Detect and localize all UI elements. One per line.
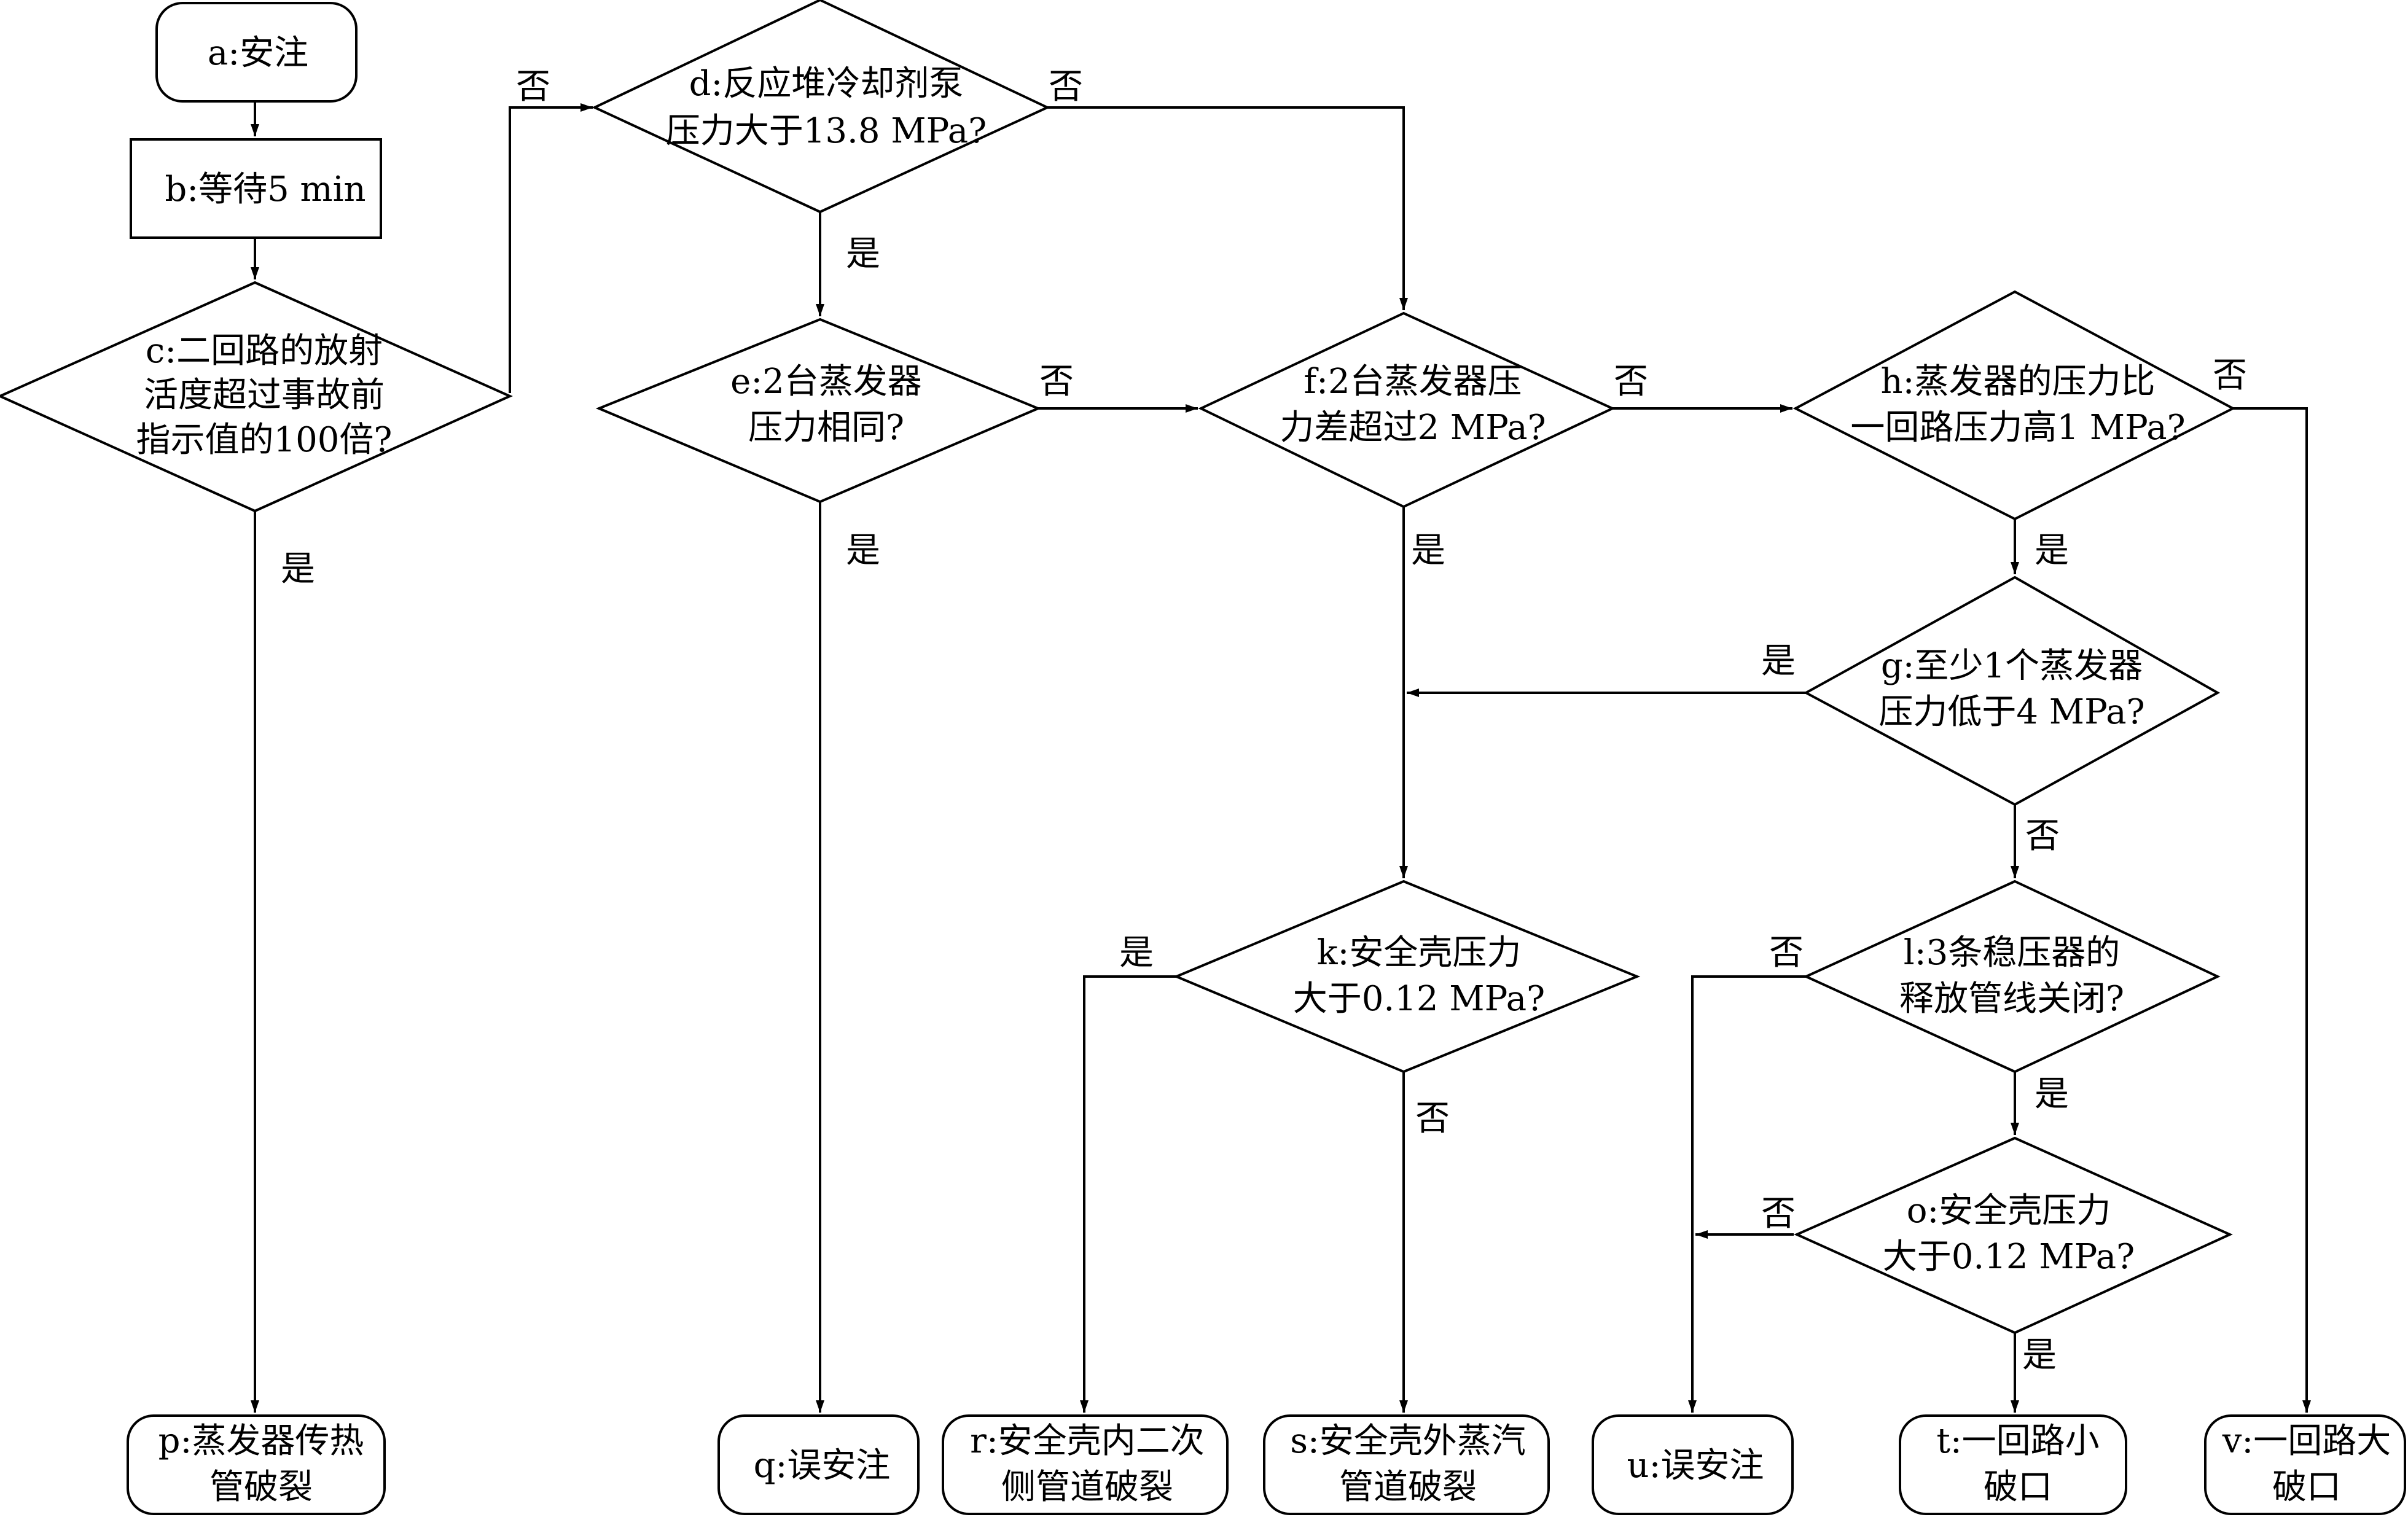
node-r-text-2: 侧管道破裂 [1001, 1467, 1173, 1507]
node-a-text: a:安注 [208, 33, 308, 73]
label-f-no: 否 [1614, 362, 1648, 402]
node-k-decision [1173, 879, 1641, 1074]
edge-labels: 否 是 否 是 否 是 否 是 否 是 是 否 是 否 否 是 否 是 [281, 67, 2247, 1375]
label-g-yes: 是 [1761, 641, 1796, 681]
node-d-decision [592, 0, 1050, 214]
node-texts: a:安注 b:等待5 min c:二回路的放射 活度超过事故前 指示值的100倍… [136, 33, 2391, 1507]
node-q-text: q:误安注 [754, 1446, 891, 1486]
node-s-text-2: 管道破裂 [1339, 1467, 1477, 1507]
node-b-text: b:等待5 min [165, 170, 366, 209]
node-o-text-2: 大于0.12 MPa? [1883, 1237, 2135, 1277]
node-b-process [130, 138, 382, 239]
edge-c-d [509, 103, 593, 393]
node-s-terminal [1263, 1414, 1550, 1515]
node-t-text-1: t:一回路小 [1936, 1421, 2099, 1461]
node-t-text-2: 破口 [1984, 1467, 2052, 1507]
label-h-no: 否 [2213, 356, 2247, 396]
node-f-decision [1198, 311, 1616, 509]
node-d-text-2: 压力大于13.8 MPa? [666, 111, 987, 151]
node-o-decision [1794, 1136, 2233, 1335]
node-h-text-1: h:蒸发器的压力比 [1881, 362, 2156, 402]
node-e-text-1: e:2台蒸发器 [730, 362, 922, 402]
label-d-no: 否 [1049, 67, 1083, 107]
node-p-terminal [127, 1414, 386, 1515]
node-v-terminal [2204, 1414, 2406, 1515]
node-s-text-1: s:安全壳外蒸汽 [1290, 1421, 1526, 1461]
label-l-yes: 是 [2035, 1074, 2069, 1114]
node-k-text-2: 大于0.12 MPa? [1293, 979, 1545, 1019]
edge-h-v [2233, 407, 2311, 1413]
node-h-decision [1792, 290, 2236, 521]
label-f-yes: 是 [1411, 531, 1445, 571]
label-c-yes: 是 [281, 549, 315, 589]
node-l-decision [1803, 879, 2221, 1074]
label-o-yes: 是 [2022, 1335, 2057, 1375]
node-g-decision [1803, 575, 2221, 806]
label-h-yes: 是 [2035, 531, 2069, 571]
node-f-text-1: f:2台蒸发器压 [1304, 362, 1522, 402]
node-r-text-1: r:安全壳内二次 [970, 1421, 1205, 1461]
label-k-yes: 是 [1119, 933, 1154, 973]
edges [251, 101, 2311, 1413]
label-c-no: 否 [516, 67, 550, 107]
node-u-text: u:误安注 [1627, 1446, 1764, 1486]
node-t-terminal [1899, 1414, 2127, 1515]
node-e-text-2: 压力相同? [748, 408, 904, 448]
edge-k-r [1080, 975, 1176, 1413]
node-l-text-1: l:3条稳压器的 [1904, 933, 2120, 973]
label-g-no: 否 [2025, 816, 2060, 856]
label-l-no: 否 [1769, 933, 1804, 973]
node-c-text-3: 指示值的100倍? [136, 420, 393, 460]
node-f-text-2: 力差超过2 MPa? [1280, 408, 1546, 448]
label-e-yes: 是 [846, 531, 880, 571]
label-o-no: 否 [1761, 1194, 1796, 1234]
label-k-no: 否 [1415, 1099, 1450, 1139]
node-v-text-2: 破口 [2272, 1467, 2341, 1507]
node-v-text-1: v:一回路大 [2222, 1421, 2391, 1461]
node-c-decision [0, 281, 513, 513]
node-p-text-1: p:蒸发器传热 [158, 1421, 364, 1461]
edge-l-u [1688, 975, 1806, 1413]
node-c-text-1: c:二回路的放射 [146, 331, 383, 371]
node-o-text-1: o:安全壳压力 [1907, 1191, 2111, 1231]
node-l-text-2: 释放管线关闭? [1899, 979, 2124, 1019]
label-d-yes: 是 [846, 234, 880, 274]
label-e-no: 否 [1039, 362, 1074, 402]
node-g-text-1: g:至少1个蒸发器 [1881, 646, 2143, 686]
node-g-text-2: 压力低于4 MPa? [1878, 692, 2144, 732]
node-u-terminal [1592, 1414, 1794, 1515]
node-e-decision [595, 318, 1042, 504]
node-h-text-2: 一回路压力高1 MPa? [1850, 408, 2185, 448]
edge-d-f [1047, 106, 1408, 310]
node-p-text-2: 管破裂 [209, 1467, 313, 1507]
node-r-terminal [942, 1414, 1229, 1515]
node-q-terminal [717, 1414, 920, 1515]
node-d-text-1: d:反应堆冷却剂泵 [689, 64, 964, 104]
node-a-start [155, 2, 358, 103]
node-c-text-2: 活度超过事故前 [144, 375, 385, 415]
node-k-text-1: k:安全壳压力 [1317, 933, 1522, 973]
